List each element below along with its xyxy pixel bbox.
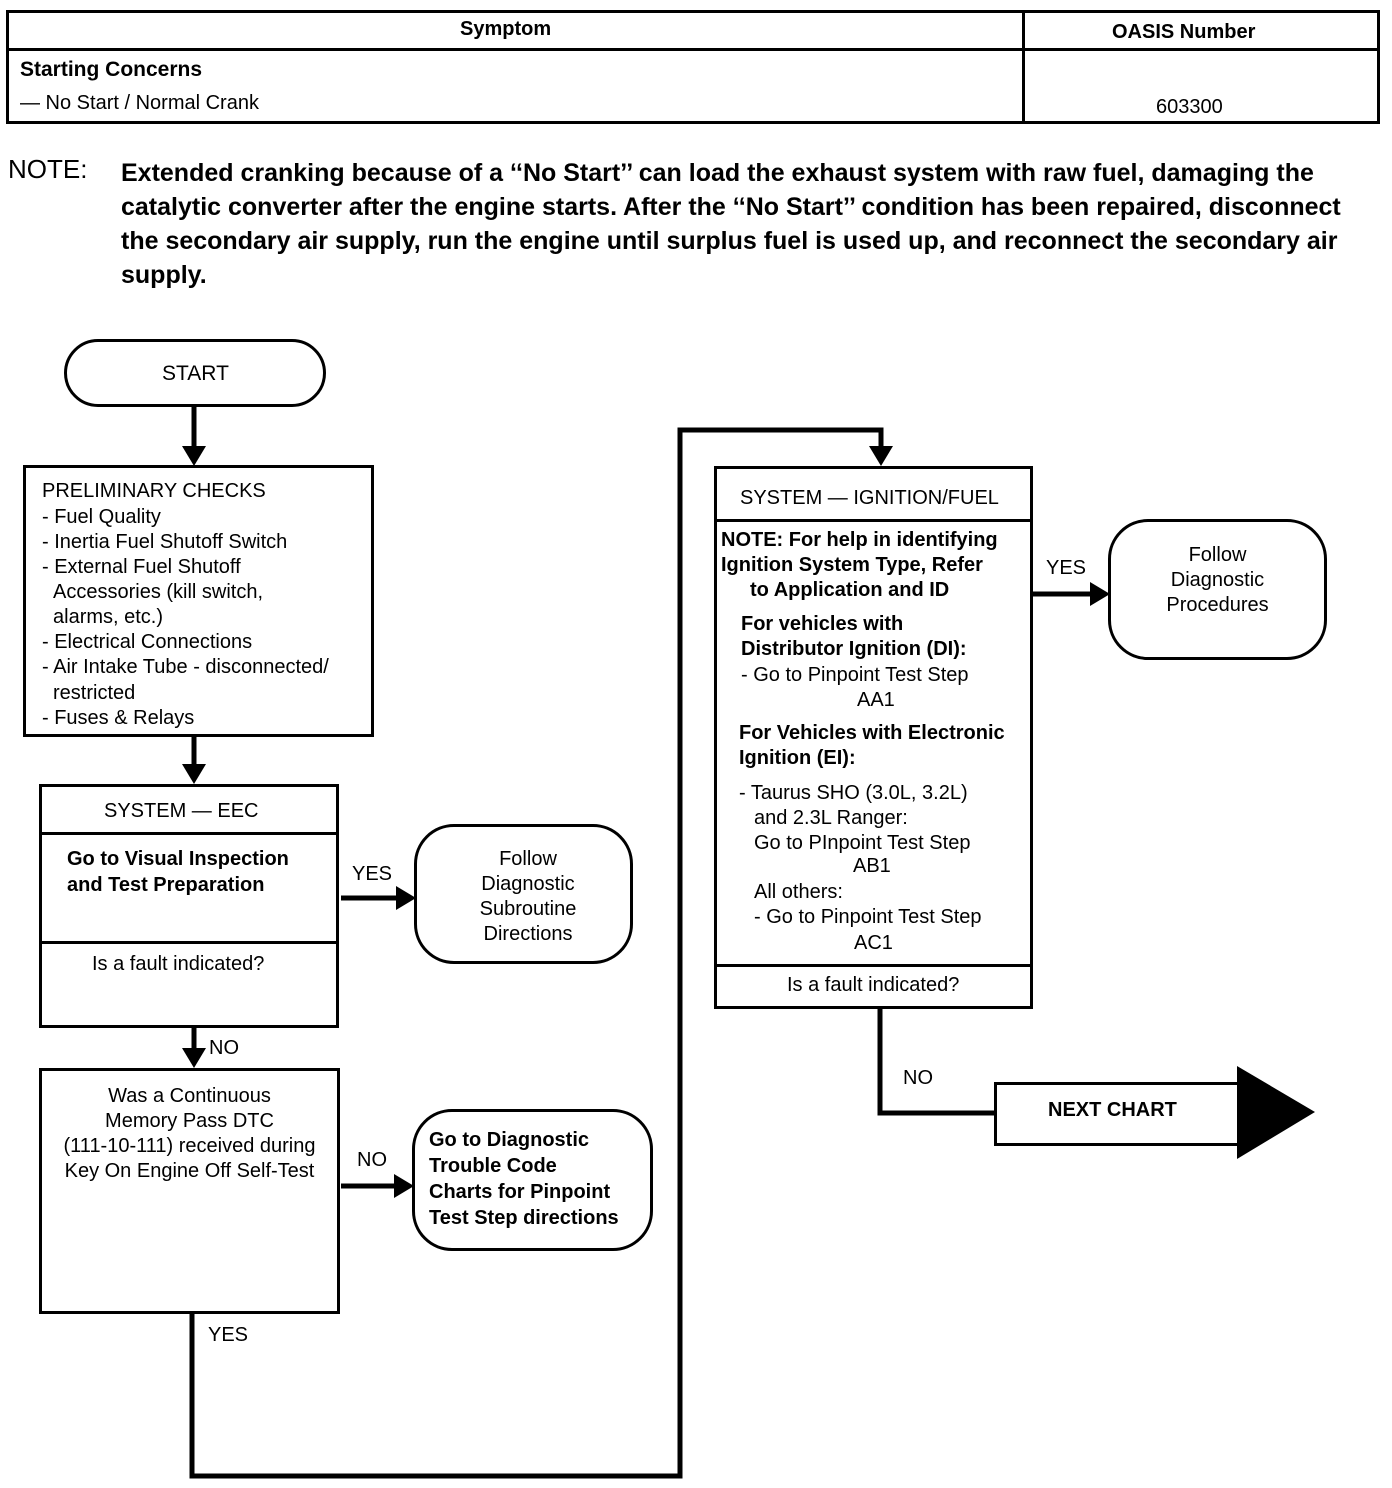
note-label: NOTE: (8, 154, 88, 184)
box-divider (714, 519, 1033, 522)
trouble-code-text: Go to Diagnostic Trouble Code Charts for… (429, 1129, 619, 1229)
no-label: NO (209, 1037, 239, 1059)
prelim-item: - Air Intake Tube - disconnected/ (42, 656, 329, 678)
symptom-title: Starting Concerns (20, 58, 203, 81)
others-label: All others: (754, 881, 843, 903)
preliminary-checks-title: PRELIMINARY CHECKS (42, 480, 266, 502)
yes-label: YES (352, 863, 393, 885)
connector-memory-yes (189, 427, 884, 1479)
prelim-item: - Fuses & Relays (42, 707, 195, 729)
eec-instruction: Go to Visual Inspection (67, 848, 289, 870)
table-divider (6, 48, 1380, 51)
di-test-code: AA1 (857, 689, 895, 711)
eec-instruction: and Test Preparation (67, 874, 265, 896)
no-label: NO (903, 1067, 933, 1089)
prelim-item: - Inertia Fuel Shutoff Switch (42, 531, 288, 553)
next-chart-label: NEXT CHART (1048, 1099, 1177, 1121)
ignition-note: NOTE: For help in identifying Ignition S… (721, 529, 998, 601)
prelim-item: - External Fuel Shutoff (42, 556, 241, 578)
arrowhead (869, 446, 893, 466)
yes-label: YES (208, 1324, 249, 1346)
sho-test-code: AB1 (853, 855, 891, 877)
sho-step: - Taurus SHO (3.0L, 3.2L) and 2.3L Range… (739, 782, 971, 854)
others-test-code: AC1 (854, 932, 893, 954)
system-eec-title: SYSTEM — EEC (104, 800, 259, 822)
prelim-item: alarms, etc.) (53, 606, 164, 628)
prelim-item: - Fuel Quality (42, 506, 161, 528)
no-label: NO (357, 1149, 387, 1171)
arrowhead (396, 886, 416, 910)
arrowhead (182, 446, 206, 466)
system-eec-box (39, 784, 339, 1028)
next-chart-arrow-icon (1237, 1066, 1315, 1159)
prelim-item: restricted (53, 682, 136, 704)
system-ignition-fuel-box (714, 466, 1033, 1009)
prelim-item: - Electrical Connections (42, 631, 253, 653)
box-divider (39, 941, 339, 944)
arrowhead (182, 764, 206, 784)
oasis-column-header: OASIS Number (1112, 21, 1256, 43)
follow-procedures-text: Follow Diagnostic Procedures (1166, 544, 1269, 616)
eec-question: Is a fault indicated? (92, 953, 265, 975)
ei-heading: For Vehicles with Electronic Ignition (E… (739, 722, 1005, 769)
preliminary-checks-box (23, 465, 374, 737)
symptom-table (6, 10, 1380, 124)
arrowhead (1090, 582, 1110, 606)
ignition-question: Is a fault indicated? (787, 974, 960, 996)
memory-pass-box (39, 1068, 340, 1314)
di-heading: For vehicles with Distributor Ignition (… (741, 613, 967, 660)
connector-ign-no (877, 1008, 996, 1116)
table-divider (1022, 10, 1025, 124)
di-step: - Go to Pinpoint Test Step (741, 664, 969, 686)
symptom-column-header: Symptom (460, 18, 552, 40)
follow-subroutine-text: Follow Diagnostic Subroutine Directions (479, 848, 577, 945)
yes-label: YES (1046, 557, 1087, 579)
start-terminal (64, 339, 326, 407)
note-text: Extended cranking because of a ‘‘No Star… (121, 159, 1341, 289)
follow-procedures-box (1108, 519, 1327, 660)
oasis-number: 603300 (1156, 96, 1223, 118)
trouble-code-box (412, 1109, 653, 1251)
others-step: - Go to Pinpoint Test Step (754, 906, 982, 928)
system-ignition-fuel-title: SYSTEM — IGNITION/FUEL (740, 487, 999, 509)
arrowhead (394, 1174, 414, 1198)
follow-subroutine-box (414, 824, 633, 964)
box-divider (39, 832, 339, 835)
symptom-subtitle: — No Start / Normal Crank (20, 92, 259, 114)
arrowhead (182, 1048, 206, 1068)
next-chart-box (994, 1082, 1241, 1146)
box-divider (714, 964, 1033, 967)
memory-pass-text: Was a Continuous Memory Pass DTC (111-10… (63, 1085, 316, 1182)
start-label: START (162, 362, 229, 385)
prelim-item: Accessories (kill switch, (53, 581, 264, 603)
